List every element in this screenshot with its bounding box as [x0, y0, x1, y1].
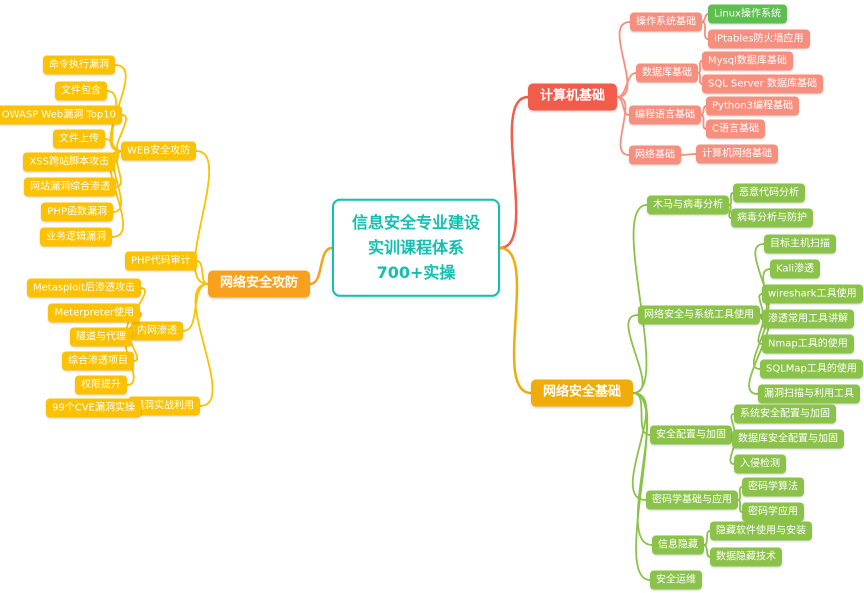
node-eydm[interactable]: 恶意代码分析	[733, 183, 805, 203]
edge-wljc-jsjwl	[680, 153, 697, 156]
node-wjsc[interactable]: 文件上传	[53, 129, 105, 149]
node-mysql[interactable]: Mysql数据库基础	[702, 51, 793, 71]
edge-wlaqjc-xxyc	[632, 392, 653, 546]
node-sjkaq[interactable]: 数据库安全配置与加固	[732, 429, 844, 449]
edge-jsj-wljc	[616, 96, 630, 156]
node-xxyc[interactable]: 信息隐藏	[652, 535, 704, 555]
node-web[interactable]: WEB安全攻防	[121, 141, 197, 161]
edge-wlaqjc-aqyw	[632, 392, 651, 581]
node-wzld[interactable]: 网站漏洞综合渗透	[24, 177, 116, 197]
node-wjbh[interactable]: 文件包含	[55, 81, 107, 101]
edge-sjk-sqlserver	[697, 72, 703, 85]
node-sjyc[interactable]: 数据隐藏技术	[710, 547, 782, 567]
node-mmx[interactable]: 密码学基础与应用	[646, 490, 738, 510]
edge-wlaqgf-ldsz	[194, 283, 214, 407]
node-rqjc[interactable]: 入侵检测	[734, 454, 786, 474]
edge-center-jsj	[498, 95, 530, 250]
node-mbzj[interactable]: 目标主机扫描	[764, 234, 836, 254]
edge-mmbd-bdfx	[728, 204, 732, 219]
edge-xxyc-sjyc	[703, 544, 711, 558]
edge-web-phphs	[111, 150, 123, 213]
node-czxt[interactable]: 操作系统基础	[630, 12, 702, 32]
node-meter[interactable]: Meterpreter使用	[48, 303, 140, 323]
node-aqyw[interactable]: 安全运维	[650, 570, 702, 590]
node-xss[interactable]: XSS跨站脚本攻击	[23, 152, 115, 172]
node-linux[interactable]: Linux操作系统	[708, 4, 787, 24]
node-kali[interactable]: Kali渗透	[770, 259, 821, 279]
node-zhst[interactable]: 综合渗透项目	[62, 351, 134, 371]
edge-czxt-iptables	[701, 21, 709, 40]
node-sqlserver[interactable]: SQL Server 数据库基础	[702, 74, 823, 94]
mindmap-root-node[interactable]: 信息安全专业建设 实训课程体系 700+实操	[332, 198, 501, 298]
edge-mmx-mmyy	[737, 499, 743, 513]
edge-wlaqgf-web	[193, 150, 211, 285]
node-sddl[interactable]: 隧道与代理	[70, 327, 132, 347]
node-jsjwl[interactable]: 计算机网络基础	[696, 144, 778, 164]
node-sjk[interactable]: 数据库基础	[636, 63, 698, 83]
edge-center-wlaqjc	[498, 246, 533, 395]
edge-wlaqjc-mmx	[631, 392, 648, 501]
node-aqpz[interactable]: 安全配置与加固	[650, 425, 732, 445]
node-nwst[interactable]: 内网渗透	[131, 321, 183, 341]
node-cve[interactable]: 99个CVE漏洞实操	[46, 398, 141, 418]
node-sqlmap[interactable]: SQLMap工具的使用	[760, 359, 863, 379]
node-ycrj[interactable]: 隐藏软件使用与安装	[710, 521, 812, 541]
node-wljc[interactable]: 网络基础	[629, 145, 681, 165]
node-owasp[interactable]: OWASP Web漏洞 Top10	[0, 105, 122, 125]
node-stgj[interactable]: 渗透常用工具讲解	[762, 309, 854, 329]
node-qxts[interactable]: 权限提升	[75, 375, 127, 395]
node-wlaqgf[interactable]: 网络安全攻防	[208, 270, 311, 298]
edge-wlaqjc-mmbd	[632, 204, 648, 394]
node-mmbd[interactable]: 木马与病毒分析	[647, 195, 729, 215]
node-phphs[interactable]: PHP函数漏洞	[41, 202, 113, 222]
node-nmap[interactable]: Nmap工具的使用	[762, 334, 854, 354]
node-ldsm[interactable]: 漏洞扫描与利用工具	[758, 384, 860, 404]
edge-bcyy-clang	[700, 114, 707, 130]
node-wlaqjc[interactable]: 网络安全基础	[531, 379, 634, 407]
node-jsj[interactable]: 计算机基础	[528, 83, 618, 111]
node-mlzx[interactable]: 命令执行漏洞	[43, 55, 115, 75]
node-msf[interactable]: Metasploit后渗透攻击	[27, 278, 141, 298]
node-phpsj[interactable]: PHP代码审计	[125, 251, 197, 271]
node-python[interactable]: Python3编程基础	[706, 96, 800, 116]
node-xtaq[interactable]: 系统安全配置与加固	[734, 404, 836, 424]
node-mmyy[interactable]: 密码学应用	[742, 502, 804, 522]
node-ywlj[interactable]: 业务逻辑漏洞	[40, 227, 112, 247]
node-mmsf[interactable]: 密码学算法	[742, 477, 804, 497]
edge-jsj-czxt	[616, 21, 631, 98]
node-ldsz[interactable]: 漏洞实战利用	[128, 396, 200, 416]
node-gjsy[interactable]: 网络安全与系统工具使用	[638, 305, 760, 325]
edge-wlaqjc-gjsy	[627, 314, 644, 394]
node-bcyy[interactable]: 编程语言基础	[629, 105, 701, 125]
node-clang[interactable]: C语言基础	[706, 119, 765, 139]
node-iptables[interactable]: IPtables防火墙应用	[708, 29, 810, 49]
node-wireshark[interactable]: wireshark工具使用	[762, 284, 863, 304]
edge-center-wlaqgf	[308, 246, 334, 286]
node-bdfx[interactable]: 病毒分析与防护	[731, 208, 813, 228]
